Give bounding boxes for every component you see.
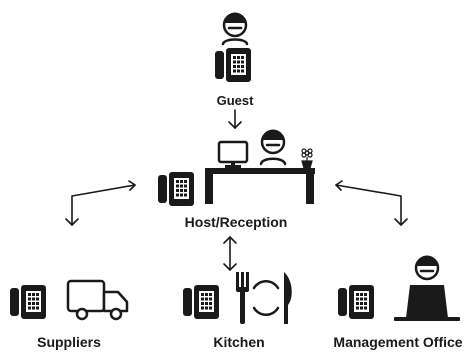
- plate-icon: [252, 279, 280, 317]
- guest-phone-icon: [215, 48, 251, 82]
- management-office-label: Management Office: [333, 334, 463, 350]
- host-kitchen-arrow: [223, 235, 237, 272]
- manager-person-icon: [414, 254, 440, 281]
- suppliers-phone-icon: [10, 285, 46, 319]
- computer-monitor-icon: [217, 140, 249, 168]
- host-person-icon: [259, 128, 287, 166]
- host-phone-icon: [158, 172, 194, 206]
- kitchen-label: Kitchen: [213, 334, 265, 350]
- flower-pot-icon: [301, 148, 313, 169]
- suppliers-label: Suppliers: [37, 334, 101, 350]
- laptop-icon: [394, 285, 460, 321]
- host-reception-label: Host/Reception: [184, 214, 288, 230]
- reception-desk-icon: [205, 168, 315, 204]
- host-management-arrow: [335, 180, 408, 226]
- guest-label: Guest: [216, 93, 254, 108]
- host-suppliers-arrow: [65, 180, 136, 226]
- knife-icon: [284, 272, 292, 324]
- kitchen-phone-icon: [183, 285, 219, 319]
- fork-icon: [236, 272, 249, 324]
- guest-to-host-arrow: [228, 109, 242, 130]
- management-phone-icon: [338, 285, 374, 319]
- delivery-truck-icon: [66, 279, 129, 321]
- guest-person-icon: [221, 11, 249, 46]
